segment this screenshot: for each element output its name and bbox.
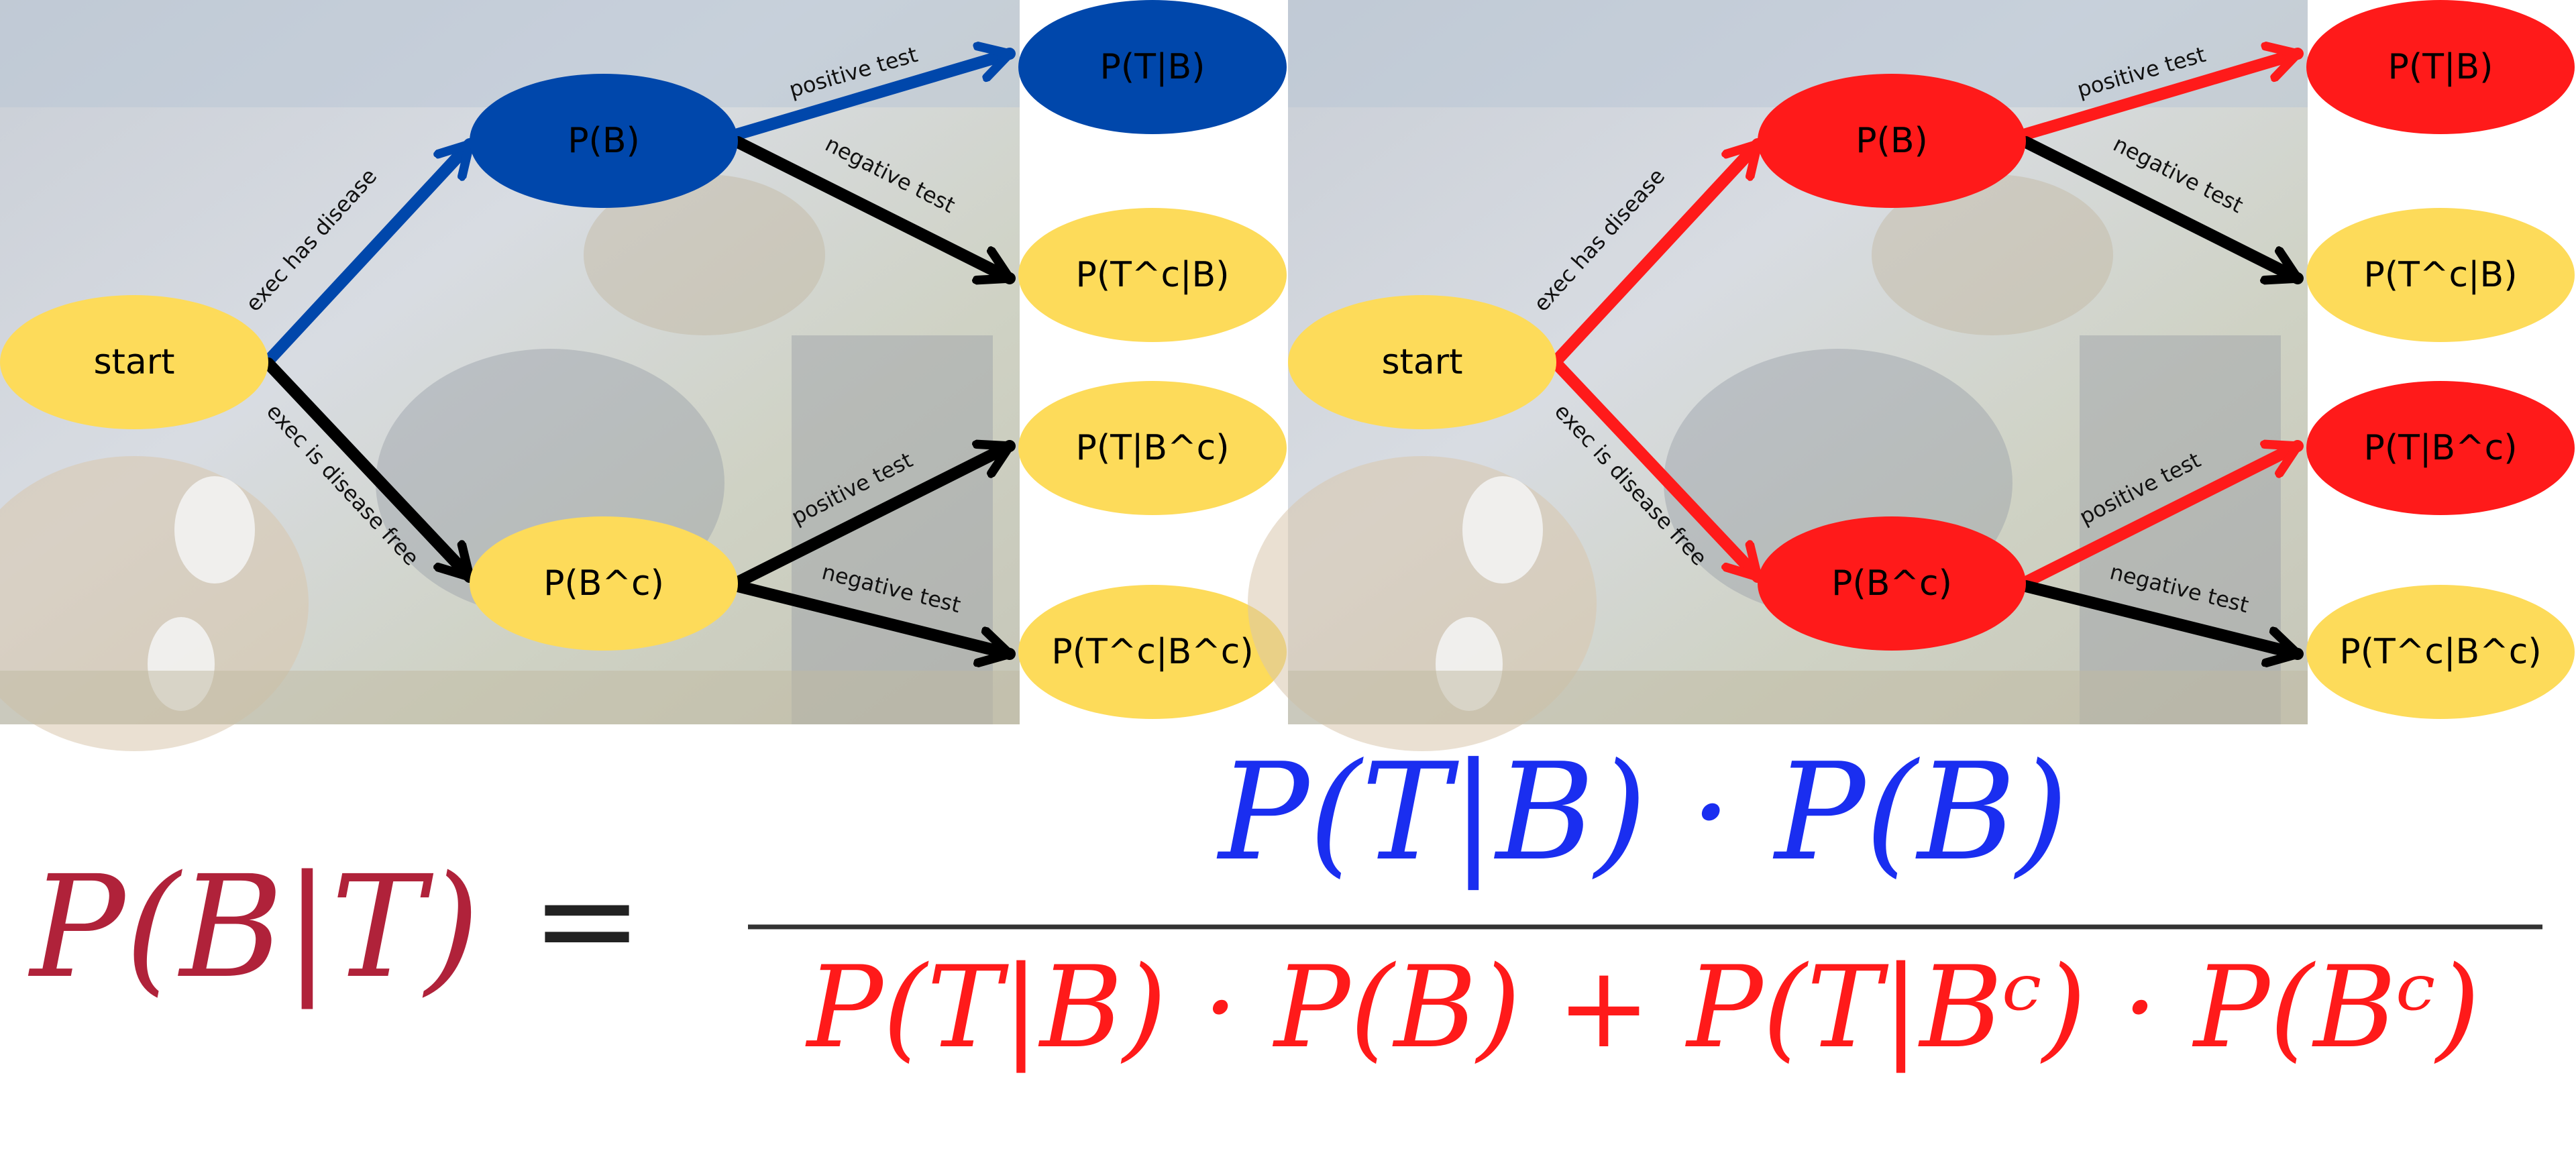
node-right-tc-given-bc: P(T^c|B^c)	[2306, 585, 2575, 719]
formula-equals: =	[531, 842, 643, 998]
node-right-b: P(B)	[1758, 74, 2026, 208]
node-right-tc-given-b: P(T^c|B)	[2306, 208, 2575, 342]
arrow-left-start-to-bc	[262, 357, 476, 583]
svg-text:P(T^c|B^c): P(T^c|B^c)	[2339, 632, 2541, 672]
arrow-right-start-to-bc	[1550, 357, 1764, 583]
node-right-t-given-b: P(T|B)	[2306, 0, 2575, 134]
tree-right: exec has disease exec is disease free po…	[1248, 0, 2576, 751]
arrow-right-bc-to-t	[2020, 446, 2304, 588]
svg-text:P(T|B): P(T|B)	[1100, 47, 1205, 87]
svg-text:P(T^c|B): P(T^c|B)	[2363, 255, 2517, 295]
svg-text:P(T|B): P(T|B)	[2388, 47, 2493, 87]
svg-text:P(B^c): P(B^c)	[1831, 563, 1952, 604]
arrow-right-bc-to-tc	[2020, 580, 2304, 654]
svg-text:P(T|B^c): P(T|B^c)	[2363, 428, 2517, 468]
node-left-t-given-b: P(T|B)	[1018, 0, 1287, 134]
svg-text:P(B): P(B)	[1856, 121, 1928, 161]
formula-denominator: P(T|B) · P(B) + P(T|Bᶜ) · P(Bᶜ)	[805, 942, 2480, 1073]
node-left-tc-given-bc: P(T^c|B^c)	[1018, 585, 1287, 719]
node-left-b: P(B)	[470, 74, 738, 208]
node-left-tc-given-b: P(T^c|B)	[1018, 208, 1287, 342]
formula-lhs: P(B|T)	[28, 845, 480, 1009]
svg-text:P(B^c): P(B^c)	[543, 563, 664, 604]
arrow-right-start-to-b	[1550, 138, 1764, 367]
svg-text:P(T^c|B): P(T^c|B)	[1075, 255, 1229, 295]
node-right-bc: P(B^c)	[1758, 516, 2026, 651]
arrow-left-bc-to-t	[732, 446, 1016, 588]
arrow-right-b-to-t	[2020, 54, 2304, 140]
svg-text:start: start	[93, 342, 174, 382]
arrow-left-bc-to-tc	[732, 580, 1016, 654]
node-right-start: start	[1288, 295, 1556, 429]
svg-text:P(T|B^c): P(T|B^c)	[1075, 428, 1229, 468]
node-left-t-given-bc: P(T|B^c)	[1018, 381, 1287, 515]
node-right-t-given-bc: P(T|B^c)	[2306, 381, 2575, 515]
tree-left: exec has disease exec is disease free po…	[0, 0, 1288, 751]
svg-text:start: start	[1381, 342, 1462, 382]
arrow-left-b-to-tc	[732, 136, 1016, 278]
svg-text:P(B): P(B)	[568, 121, 640, 161]
arrow-left-b-to-t	[732, 54, 1016, 140]
arrow-right-b-to-tc	[2020, 136, 2304, 278]
formula-numerator: P(T|B) · P(B)	[1216, 734, 2069, 891]
arrow-left-start-to-b	[262, 138, 476, 367]
node-left-bc: P(B^c)	[470, 516, 738, 651]
bayes-formula: P(B|T) = P(T|B) · P(B) P(T|B) · P(B) + P…	[28, 734, 2542, 1073]
node-left-start: start	[0, 295, 268, 429]
svg-text:P(T^c|B^c): P(T^c|B^c)	[1051, 632, 1253, 672]
